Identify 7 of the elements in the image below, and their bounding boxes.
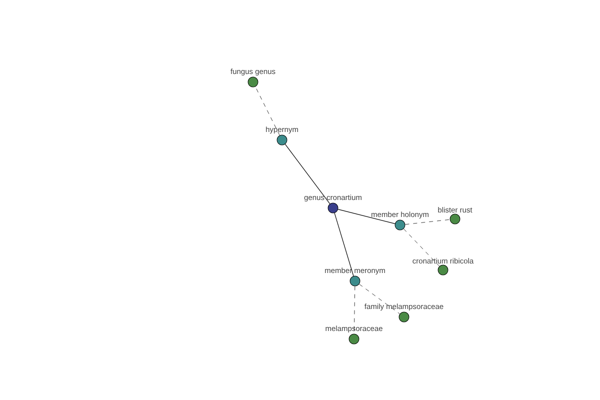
edge-line <box>284 144 330 204</box>
edge-line <box>338 209 396 224</box>
edge-line <box>255 86 280 136</box>
edge-line <box>334 212 354 276</box>
edge-line <box>405 219 450 225</box>
edge-line <box>403 228 440 266</box>
edge-line <box>359 284 400 314</box>
